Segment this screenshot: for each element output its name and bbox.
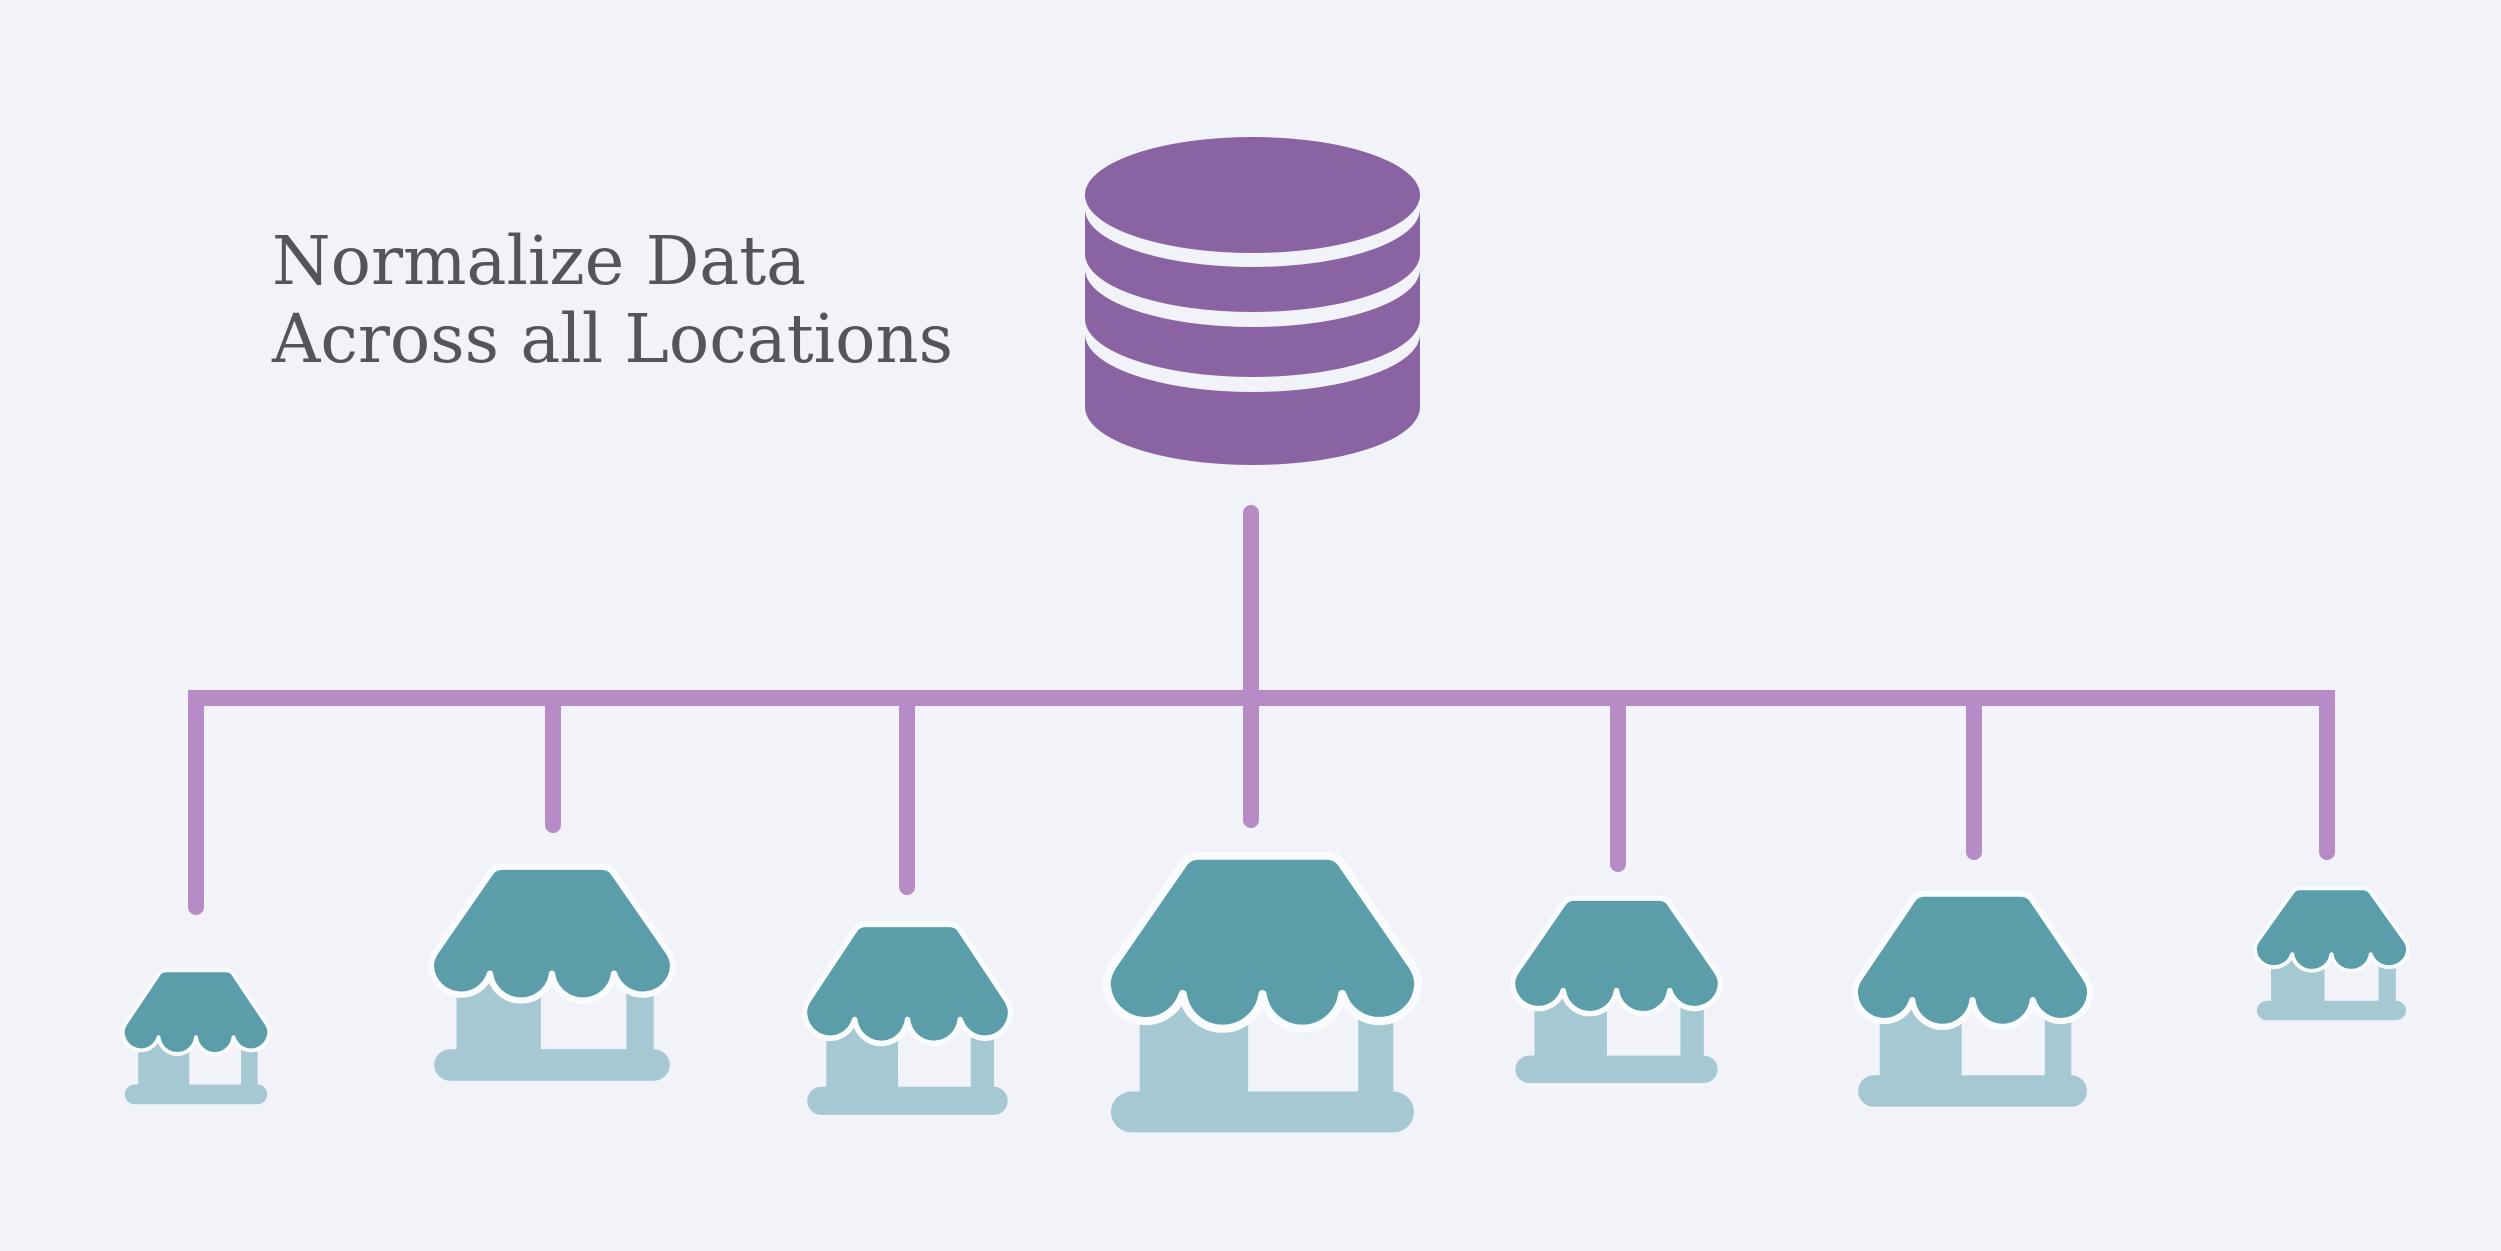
title-line-1: Normalize Data — [272, 222, 807, 300]
title-line-2: Across all Locations — [272, 300, 953, 378]
store-icon-6 — [1852, 890, 2093, 1108]
store-icon-4 — [1103, 851, 1422, 1134]
store-icon-3 — [802, 921, 1013, 1116]
store-icon-1 — [121, 968, 271, 1105]
store-icon-2 — [428, 863, 676, 1082]
store-icon-7 — [2253, 886, 2410, 1021]
title-block: Normalize Data Across all Locations — [272, 222, 953, 378]
store-icon-5 — [1510, 895, 1723, 1084]
connector-drop-lines — [188, 505, 2335, 915]
database-icon — [1085, 137, 1420, 467]
